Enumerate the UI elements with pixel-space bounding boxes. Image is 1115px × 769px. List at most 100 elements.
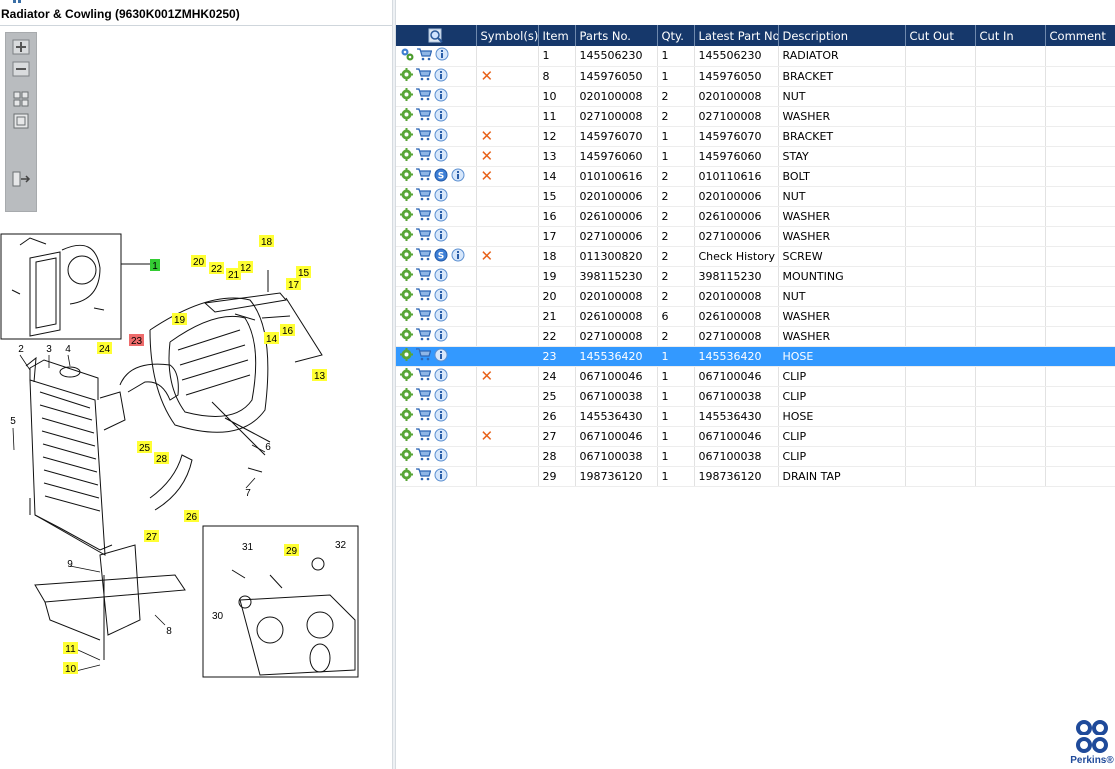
column-header-description[interactable]: Description (778, 25, 906, 46)
gear-icon[interactable] (400, 388, 413, 404)
cart-icon[interactable] (416, 288, 432, 304)
cart-icon[interactable] (416, 108, 432, 124)
callout-label[interactable]: 25 (139, 443, 151, 454)
gear-icon[interactable] (400, 268, 413, 284)
info-icon[interactable] (451, 168, 465, 185)
column-header-symbols[interactable]: Symbol(s) (476, 25, 539, 46)
cart-icon[interactable] (416, 268, 432, 284)
gear-icon[interactable] (400, 408, 413, 424)
actual-size-button[interactable] (10, 111, 32, 131)
info-icon[interactable] (434, 428, 448, 445)
cart-icon[interactable] (416, 168, 432, 184)
column-header-cut-out[interactable]: Cut Out (905, 25, 976, 46)
cart-icon[interactable] (416, 368, 432, 384)
callout-label[interactable]: 28 (156, 454, 168, 465)
cart-icon[interactable] (416, 148, 432, 164)
callout-label[interactable]: 8 (166, 626, 172, 637)
info-icon[interactable] (434, 328, 448, 345)
info-icon[interactable] (434, 308, 448, 325)
column-header-parts-no[interactable]: Parts No. (575, 25, 658, 46)
gear-icon[interactable] (400, 168, 413, 184)
info-icon[interactable] (451, 248, 465, 265)
gear-icon[interactable] (400, 328, 413, 344)
callout-label[interactable]: 2 (18, 344, 24, 355)
info-icon[interactable] (435, 47, 449, 64)
info-icon[interactable] (434, 448, 448, 465)
cart-icon[interactable] (416, 88, 432, 104)
s-icon[interactable]: S (434, 248, 448, 265)
callout-label[interactable]: 3 (46, 344, 52, 355)
cart-icon[interactable] (416, 388, 432, 404)
cart-icon[interactable] (416, 448, 432, 464)
callout-label[interactable]: 1 (152, 261, 158, 272)
cart-icon[interactable] (417, 48, 433, 64)
zoom-out-button[interactable] (10, 59, 32, 79)
info-icon[interactable] (434, 348, 448, 365)
gear-icon[interactable] (400, 288, 413, 304)
gear-icon[interactable] (400, 88, 413, 104)
callout-label[interactable]: 32 (335, 540, 347, 551)
cart-icon[interactable] (416, 188, 432, 204)
info-icon[interactable] (434, 468, 448, 485)
column-header-actions[interactable] (396, 25, 477, 46)
gear-icon[interactable] (400, 208, 413, 224)
gear-icon[interactable] (400, 228, 413, 244)
gear-icon[interactable] (400, 248, 413, 264)
callout-label[interactable]: 10 (65, 664, 77, 675)
callout-label[interactable]: 27 (146, 532, 158, 543)
info-icon[interactable] (434, 108, 448, 125)
callout-label[interactable]: 24 (99, 344, 111, 355)
info-icon[interactable] (434, 268, 448, 285)
cart-icon[interactable] (416, 128, 432, 144)
gear-icon[interactable] (400, 128, 413, 144)
gears-icon[interactable] (400, 47, 414, 64)
callout-label[interactable]: 6 (265, 442, 271, 453)
cart-icon[interactable] (416, 208, 432, 224)
cart-icon[interactable] (416, 408, 432, 424)
info-icon[interactable] (434, 148, 448, 165)
gear-icon[interactable] (400, 148, 413, 164)
callout-label[interactable]: 17 (288, 280, 300, 291)
cart-icon[interactable] (416, 248, 432, 264)
column-header-cut-in[interactable]: Cut In (975, 25, 1046, 46)
info-icon[interactable] (434, 288, 448, 305)
magnifier-icon[interactable] (428, 28, 444, 44)
column-header-comment[interactable]: Comment (1045, 25, 1115, 46)
export-button[interactable] (10, 169, 32, 189)
cart-icon[interactable] (416, 228, 432, 244)
callout-label[interactable]: 18 (261, 237, 273, 248)
info-icon[interactable] (434, 68, 448, 85)
callout-label[interactable]: 31 (242, 542, 254, 553)
gear-icon[interactable] (400, 448, 413, 464)
cart-icon[interactable] (416, 348, 432, 364)
callout-label[interactable]: 15 (298, 268, 310, 279)
callout-label[interactable]: 29 (286, 546, 298, 557)
s-icon[interactable]: S (434, 168, 448, 185)
gear-icon[interactable] (400, 108, 413, 124)
gear-icon[interactable] (400, 468, 413, 484)
panel-splitter[interactable] (392, 0, 396, 769)
callout-label[interactable]: 11 (65, 644, 76, 655)
callout-label[interactable]: 4 (65, 344, 71, 355)
cart-icon[interactable] (416, 308, 432, 324)
callout-label[interactable]: 19 (174, 315, 186, 326)
callout-label[interactable]: 12 (240, 263, 252, 274)
